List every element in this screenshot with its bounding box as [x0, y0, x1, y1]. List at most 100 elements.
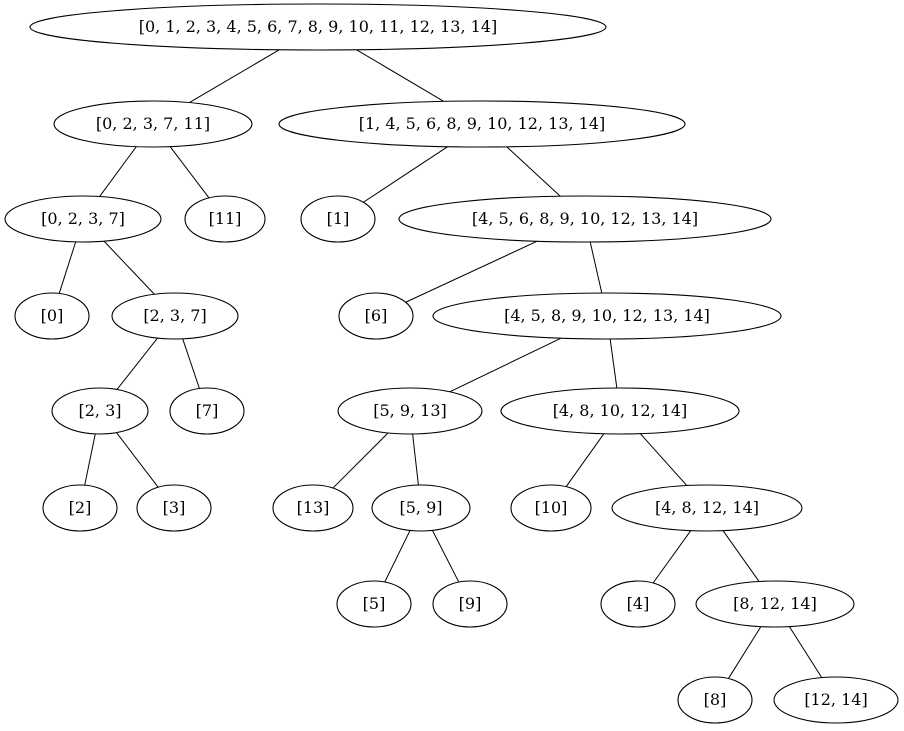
tree-edge-n8-n11 [116, 337, 158, 390]
tree-node-n23: [4] [600, 580, 676, 628]
node-ellipse [773, 676, 899, 724]
node-label: [6] [365, 306, 388, 325]
node-ellipse [695, 580, 855, 628]
node-label: [0, 1, 2, 3, 4, 5, 6, 7, 8, 9, 10, 11, 1… [139, 17, 497, 36]
node-label: [8] [704, 690, 727, 709]
node-ellipse [42, 484, 118, 532]
node-label: [7] [196, 401, 219, 420]
node-ellipse [677, 676, 753, 724]
tree-node-n10: [4, 5, 8, 9, 10, 12, 13, 14] [432, 292, 782, 340]
tree-node-n12: [7] [169, 387, 245, 435]
tree-edge-n1-n4 [169, 146, 210, 199]
tree-edge-n6-n9 [405, 240, 538, 303]
node-label: [8, 12, 14] [733, 594, 817, 613]
node-label: [10] [535, 498, 568, 517]
node-label: [1, 4, 5, 6, 8, 9, 10, 12, 13, 14] [359, 114, 606, 133]
tree-edge-n11-n16 [116, 432, 159, 488]
tree-edge-n18-n22 [431, 530, 460, 583]
node-label: [4, 5, 8, 9, 10, 12, 13, 14] [504, 306, 710, 325]
node-label: [0, 2, 3, 7] [41, 209, 125, 228]
tree-edge-n14-n20 [639, 433, 688, 486]
tree-edge-n0-n2 [356, 49, 445, 102]
node-label: [4, 5, 6, 8, 9, 10, 12, 13, 14] [472, 209, 698, 228]
tree-node-n6: [4, 5, 6, 8, 9, 10, 12, 13, 14] [398, 195, 772, 243]
tree-node-n21: [5] [336, 580, 412, 628]
tree-edge-n10-n14 [609, 338, 618, 389]
tree-edge-n11-n15 [84, 433, 96, 486]
node-label: [1] [327, 209, 350, 228]
tree-edge-n20-n24 [722, 530, 760, 582]
node-ellipse [600, 580, 676, 628]
tree-node-n24: [8, 12, 14] [695, 580, 855, 628]
tree-node-n4: [11] [184, 195, 266, 243]
tree-edges [58, 49, 823, 679]
node-ellipse [500, 387, 740, 435]
tree-node-n13: [5, 9, 13] [337, 387, 483, 435]
node-label: [5] [363, 594, 386, 613]
node-label: [4, 8, 12, 14] [655, 498, 759, 517]
node-ellipse [51, 387, 149, 435]
tree-node-n5: [1] [300, 195, 376, 243]
node-label: [9] [459, 594, 482, 613]
tree-edge-n20-n23 [652, 530, 692, 584]
node-ellipse [169, 387, 245, 435]
tree-node-n14: [4, 8, 10, 12, 14] [500, 387, 740, 435]
tree-node-n0: [0, 1, 2, 3, 4, 5, 6, 7, 8, 9, 10, 11, 1… [29, 3, 607, 51]
node-ellipse [4, 195, 162, 243]
tree-edge-n14-n19 [565, 433, 605, 488]
node-ellipse [432, 580, 508, 628]
tree-edge-n18-n21 [384, 530, 411, 583]
node-ellipse [14, 292, 90, 340]
tree-edge-n24-n26 [788, 626, 823, 678]
node-label: [11] [209, 209, 242, 228]
tree-node-n11: [2, 3] [51, 387, 149, 435]
tree-edge-n24-n25 [727, 626, 762, 679]
tree-node-n17: [13] [272, 484, 354, 532]
tree-node-n15: [2] [42, 484, 118, 532]
node-ellipse [510, 484, 592, 532]
node-ellipse [337, 387, 483, 435]
tree-node-n20: [4, 8, 12, 14] [611, 484, 803, 532]
tree-node-n18: [5, 9] [371, 484, 471, 532]
node-ellipse [29, 3, 607, 51]
tree-edge-n0-n1 [189, 49, 280, 104]
node-label: [3] [163, 498, 186, 517]
node-label: [4, 8, 10, 12, 14] [553, 401, 688, 420]
tree-edge-n10-n13 [449, 337, 562, 393]
tree-node-n19: [10] [510, 484, 592, 532]
node-ellipse [272, 484, 354, 532]
tree-node-n1: [0, 2, 3, 7, 11] [53, 100, 253, 148]
node-ellipse [611, 484, 803, 532]
tree-edge-n3-n7 [58, 241, 77, 294]
tree-node-n9: [6] [338, 292, 414, 340]
node-label: [4] [627, 594, 650, 613]
tree-nodes: [0, 1, 2, 3, 4, 5, 6, 7, 8, 9, 10, 11, 1… [4, 3, 899, 724]
node-ellipse [336, 580, 412, 628]
node-ellipse [432, 292, 782, 340]
tree-node-n2: [1, 4, 5, 6, 8, 9, 10, 12, 13, 14] [278, 100, 686, 148]
tree-edge-n13-n17 [332, 432, 389, 489]
tree-node-n3: [0, 2, 3, 7] [4, 195, 162, 243]
tree-node-n22: [9] [432, 580, 508, 628]
node-ellipse [278, 100, 686, 148]
node-label: [13] [297, 498, 330, 517]
node-ellipse [398, 195, 772, 243]
node-ellipse [53, 100, 253, 148]
node-label: [2, 3] [78, 401, 121, 420]
tree-node-n16: [3] [136, 484, 212, 532]
node-ellipse [111, 292, 239, 340]
node-label: [0] [41, 306, 64, 325]
tree-node-n7: [0] [14, 292, 90, 340]
node-ellipse [184, 195, 266, 243]
node-ellipse [338, 292, 414, 340]
node-ellipse [300, 195, 376, 243]
node-label: [2] [69, 498, 92, 517]
node-ellipse [371, 484, 471, 532]
tree-edge-n13-n18 [412, 433, 419, 486]
tree-node-n8: [2, 3, 7] [111, 292, 239, 340]
tree-edge-n1-n3 [99, 146, 137, 197]
node-label: [0, 2, 3, 7, 11] [96, 114, 210, 133]
node-ellipse [136, 484, 212, 532]
tree-edge-n6-n10 [589, 241, 603, 294]
